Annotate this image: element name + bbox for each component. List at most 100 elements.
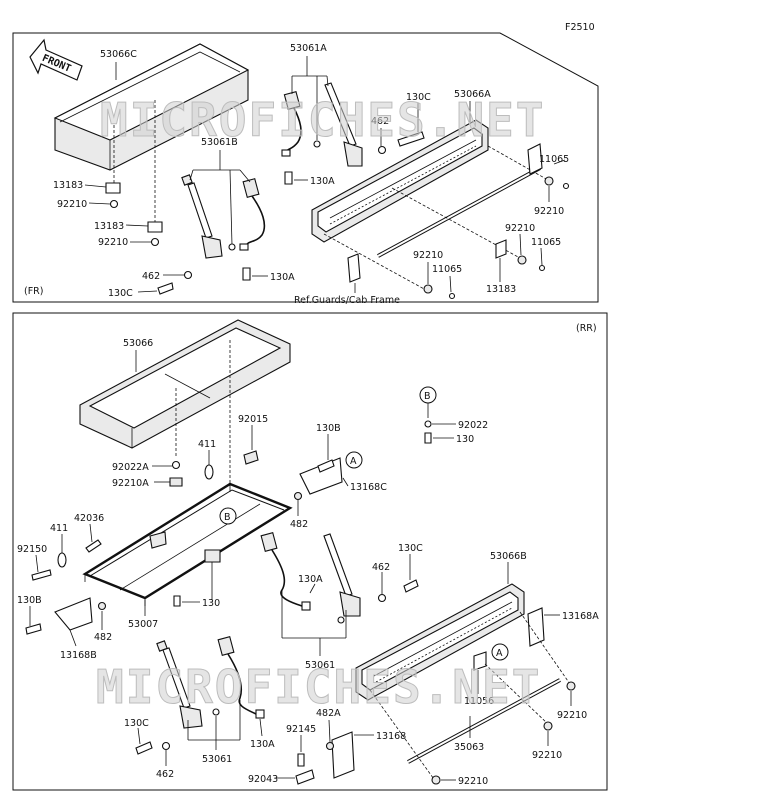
bolt-130b [25, 623, 42, 635]
part-label: 130B [17, 595, 42, 606]
part-label: 13168A [562, 611, 599, 622]
part-label: 130 [202, 598, 220, 609]
part-label: 411 [198, 439, 216, 450]
nut-92210 [109, 199, 119, 209]
part-label: 130 [456, 434, 474, 445]
callout-a-circle [491, 643, 509, 661]
bolt-130c [403, 579, 419, 593]
washer-462 [377, 145, 387, 155]
part-label: 130A [298, 574, 323, 585]
part-label: 13183 [53, 180, 83, 191]
ref-note: Ref.Guards/Cab Frame [294, 295, 400, 306]
leader-line [88, 202, 111, 205]
bolt-130 [424, 432, 432, 444]
bushing-411 [204, 464, 214, 480]
section-label-rr: (RR) [576, 323, 597, 334]
bolt-130c [135, 741, 153, 755]
nut-92015 [243, 450, 259, 465]
leader-line [326, 75, 329, 87]
washer-482a [325, 741, 335, 751]
leader-line [84, 184, 107, 188]
part-label: 53061A [290, 43, 327, 54]
leader-line [328, 719, 331, 743]
leader-line [189, 169, 194, 181]
top-panel: FRONT 53066C 13183 92210 13183 92210 [12, 32, 599, 306]
part-label: 130B [316, 423, 341, 434]
pin-92043 [295, 769, 315, 785]
seat-belt-53061-upper [260, 532, 361, 617]
seat-belt-53061a [281, 82, 363, 167]
cap-11065 [562, 182, 570, 190]
top-panel-frame [12, 32, 599, 303]
part-label: 11065 [539, 154, 569, 165]
backrest-53066a [311, 119, 489, 243]
part-label: 462 [372, 562, 390, 573]
part-label: 92210 [98, 237, 128, 248]
callout-b-circle [219, 507, 237, 525]
nut-92210 [517, 255, 527, 265]
nut-92210 [150, 237, 160, 247]
washer-462 [161, 741, 171, 751]
part-label: 92210 [57, 199, 87, 210]
clip-13183 [147, 221, 163, 233]
callout-b-label: B [224, 512, 231, 523]
bottom-panel: (RR) 53066 92022A 92210A 411 92015 [12, 312, 608, 791]
bracket [347, 253, 361, 283]
callout-b-label: B [424, 391, 431, 402]
part-label: 53066B [490, 551, 527, 562]
leader-line [35, 554, 39, 573]
leader-line [519, 233, 522, 256]
seat-frame-53007 [82, 482, 293, 606]
washer [212, 708, 220, 716]
part-label: 92022A [112, 462, 149, 473]
part-label: 92150 [17, 544, 47, 555]
callout-a-label: A [496, 648, 503, 659]
leader-line [309, 583, 316, 594]
watermark: MICROFICHES.NET [96, 660, 541, 714]
nut-92210 [431, 775, 441, 785]
part-label: 92210 [532, 750, 562, 761]
part-label: 35063 [454, 742, 484, 753]
part-label: 53061B [201, 137, 238, 148]
bolt-130c [397, 131, 425, 147]
section-label-fr: (FR) [24, 286, 43, 297]
leader-line [323, 233, 427, 291]
pin-42036 [85, 539, 102, 553]
part-label: 13183 [486, 284, 516, 295]
washer [313, 140, 321, 148]
washer [337, 616, 345, 624]
part-label: 53061 [202, 754, 232, 765]
cap-11065 [538, 264, 546, 272]
leader-line [342, 477, 349, 487]
part-label: 130C [124, 718, 149, 729]
part-label: 130A [310, 176, 335, 187]
bolt-130a [242, 267, 251, 281]
leader-line [125, 224, 149, 227]
leader-line [484, 663, 549, 725]
bolt-130a [284, 171, 293, 185]
part-label: 13168 [376, 731, 406, 742]
bracket-13168 [331, 731, 355, 779]
leader-line [137, 290, 158, 293]
part-label: 13168C [350, 482, 387, 493]
front-arrow-icon: FRONT [29, 38, 83, 81]
seat-belt-53061b [181, 174, 266, 259]
part-label: 53061 [305, 660, 335, 671]
part-label: 92015 [238, 414, 268, 425]
support-rod-highlight [377, 167, 541, 257]
part-label: 53007 [128, 619, 158, 630]
part-label: 411 [50, 523, 68, 534]
washer-482 [97, 601, 107, 611]
leader-line [540, 247, 543, 266]
washer-92022a [171, 460, 181, 470]
washer-482 [293, 491, 303, 501]
leader-line [487, 145, 549, 181]
bushing-411 [57, 552, 67, 568]
part-label: 482 [94, 632, 112, 643]
cap-11065 [448, 292, 456, 300]
bracket [527, 143, 543, 175]
part-label: 130A [250, 739, 275, 750]
part-label: 130A [270, 272, 295, 283]
part-label: 13183 [94, 221, 124, 232]
